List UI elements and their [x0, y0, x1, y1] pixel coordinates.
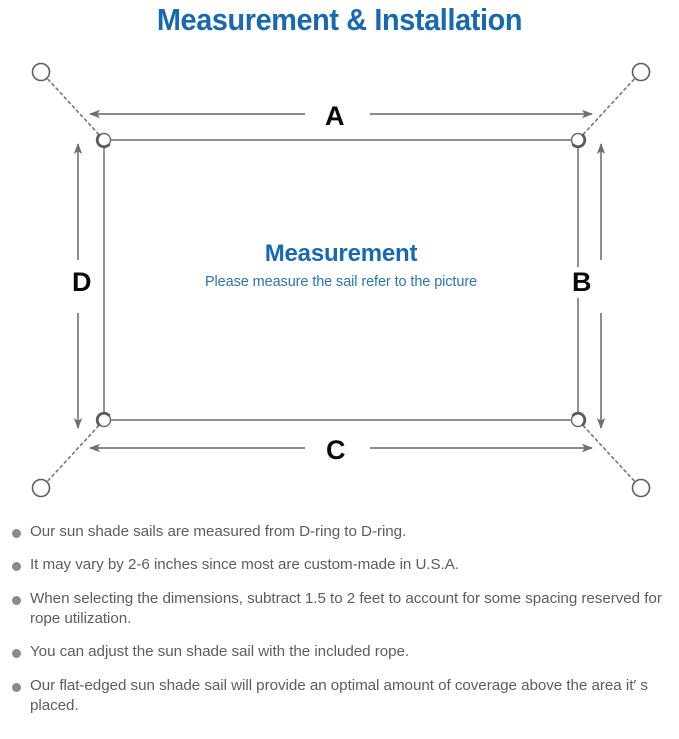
d-ring-arc-top-right: [571, 133, 587, 149]
shade-sail-diagram: A B C D Measurement Please measure the s…: [0, 45, 679, 515]
notes-list: Our sun shade sails are measured from D-…: [0, 522, 679, 730]
anchor-point-bottom-right: [631, 478, 651, 498]
d-ring-arc-bottom-right: [571, 411, 587, 427]
sail-outline: [103, 139, 579, 421]
d-rings: [96, 132, 586, 428]
dimension-label-d: D: [65, 267, 99, 298]
note-text: When selecting the dimensions, subtract …: [30, 589, 662, 628]
rope-line-top-right: [577, 74, 639, 141]
dimension-label-b: B: [565, 267, 599, 298]
bullet-icon: [12, 529, 21, 538]
d-ring-arc-bottom-left: [95, 411, 111, 427]
dimension-label-c: C: [319, 435, 353, 466]
note-text: Our sun shade sails are measured from D-…: [30, 523, 407, 540]
bullet-icon: [12, 649, 21, 659]
dimension-lines: [73, 109, 606, 453]
note-text: Our flat-edged sun shade sail will provi…: [30, 676, 648, 715]
bullet-icon: [12, 682, 21, 692]
rope-line-bottom-right: [577, 419, 639, 486]
note-text: It may vary by 2-6 inches since most are…: [30, 556, 460, 574]
anchor-point-top-left: [31, 62, 51, 82]
list-item: When selecting the dimensions, subtract …: [0, 589, 679, 630]
note-text: You can adjust the sun shade sail with t…: [30, 643, 410, 661]
rope-lines: [43, 74, 639, 486]
dimension-label-a: A: [318, 101, 352, 132]
anchor-point-top-right: [631, 62, 651, 82]
d-ring-arcs: [95, 133, 587, 427]
list-item: Our sun shade sails are measured from D-…: [0, 522, 679, 542]
rope-line-bottom-left: [43, 419, 105, 486]
page-title: Measurement & Installation: [156, 2, 523, 37]
anchor-point-bottom-left: [31, 478, 51, 498]
bullet-icon: [12, 562, 21, 572]
anchor-points: [31, 62, 651, 498]
d-ring-arc-top-left: [95, 133, 111, 149]
list-item: It may vary by 2-6 inches since most are…: [0, 555, 679, 575]
bullet-icon: [12, 595, 21, 605]
list-item: You can adjust the sun shade sail with t…: [0, 642, 679, 662]
list-item: Our flat-edged sun shade sail will provi…: [0, 676, 679, 717]
rope-line-top-left: [43, 74, 105, 141]
